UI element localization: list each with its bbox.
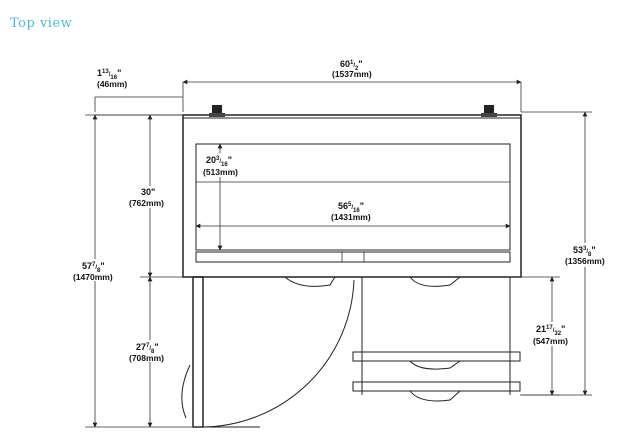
drawer-front bbox=[352, 351, 521, 362]
cabinet-depth-label: 30" (762mm) bbox=[128, 186, 172, 208]
svg-text:(1470mm): (1470mm) bbox=[73, 272, 113, 282]
svg-text:(1431mm): (1431mm) bbox=[331, 212, 371, 222]
svg-text:(1356mm): (1356mm) bbox=[565, 256, 605, 266]
overall-depth-label: 577/8" (1470mm) bbox=[73, 259, 117, 282]
door-swing-arc bbox=[202, 279, 355, 428]
svg-text:565/16": 565/16" bbox=[338, 201, 364, 214]
handle-icon bbox=[409, 276, 461, 287]
edge-offset-label: 113/16" (46mm) bbox=[97, 68, 127, 89]
svg-text:30": 30" bbox=[141, 187, 155, 197]
svg-text:577/8": 577/8" bbox=[82, 261, 105, 274]
cabinet-outline bbox=[182, 114, 522, 278]
handle-icon bbox=[284, 276, 336, 287]
drawer-depth-label: 2117/32" (547mm) bbox=[532, 322, 576, 346]
door-swing-label: 277/8" (708mm) bbox=[128, 340, 172, 363]
door-panel bbox=[192, 276, 204, 428]
svg-text:277/8": 277/8" bbox=[136, 342, 159, 355]
inner-depth-label: 203/16" (513mm) bbox=[202, 153, 242, 177]
right-depth-label: 533/8" (1356mm) bbox=[564, 243, 610, 267]
handle-icon bbox=[409, 390, 461, 402]
overall-width-label: 601/2" (1537mm) bbox=[332, 57, 377, 79]
front-rail bbox=[195, 251, 511, 263]
knob-icon bbox=[209, 105, 225, 117]
svg-text:(547mm): (547mm) bbox=[533, 336, 568, 346]
handle-icon bbox=[409, 360, 461, 370]
svg-text:(1537mm): (1537mm) bbox=[332, 69, 372, 79]
svg-text:203/16": 203/16" bbox=[206, 155, 232, 168]
drawer-front bbox=[352, 381, 521, 392]
svg-text:(46mm): (46mm) bbox=[97, 79, 127, 89]
inner-width-label: 565/16" (1431mm) bbox=[330, 199, 378, 222]
svg-text:(762mm): (762mm) bbox=[129, 198, 164, 208]
door-handle-icon bbox=[181, 364, 191, 419]
svg-text:533/8": 533/8" bbox=[573, 245, 596, 258]
svg-text:601/2": 601/2" bbox=[340, 59, 363, 72]
svg-text:(513mm): (513mm) bbox=[203, 167, 238, 177]
knob-icon bbox=[481, 105, 497, 117]
svg-text:(708mm): (708mm) bbox=[129, 353, 164, 363]
inner-well bbox=[195, 143, 511, 251]
svg-text:113/16": 113/16" bbox=[97, 68, 121, 81]
view-title: Top view bbox=[10, 16, 73, 31]
svg-text:2117/32": 2117/32" bbox=[536, 324, 565, 337]
